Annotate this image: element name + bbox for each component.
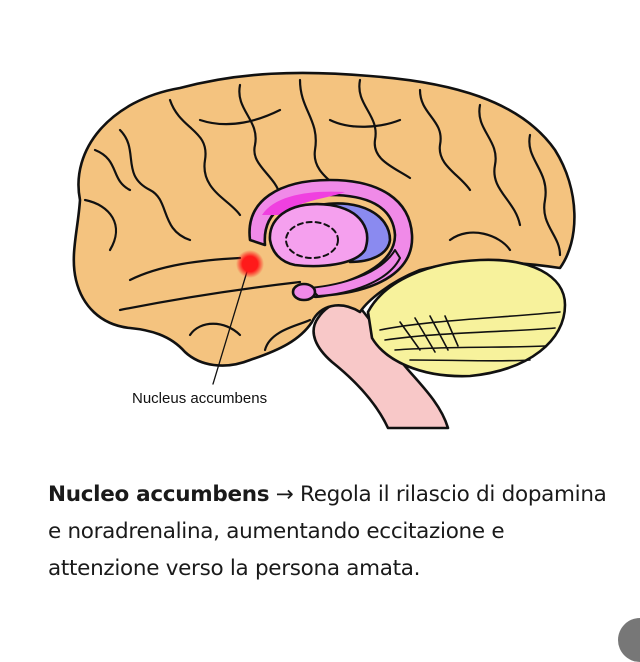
fornix [309,249,401,297]
mammillary-body [291,282,317,302]
label-pointer-line [212,264,250,385]
caption-term: Nucleo accumbens [48,482,270,507]
caption: Nucleo accumbens → Regola il rilascio di… [48,476,608,587]
thalamus [268,202,369,268]
nucleus-accumbens-label: Nucleus accumbens [132,390,267,407]
arrow-icon: → [275,482,294,507]
nucleus-accumbens-marker [236,250,264,278]
floating-button[interactable] [618,618,640,662]
brain-diagram: Nucleus accumbens [72,71,576,430]
caption-text: Regola il rilascio di dopamina e noradre… [48,482,607,581]
corpus-callosum [262,191,345,215]
